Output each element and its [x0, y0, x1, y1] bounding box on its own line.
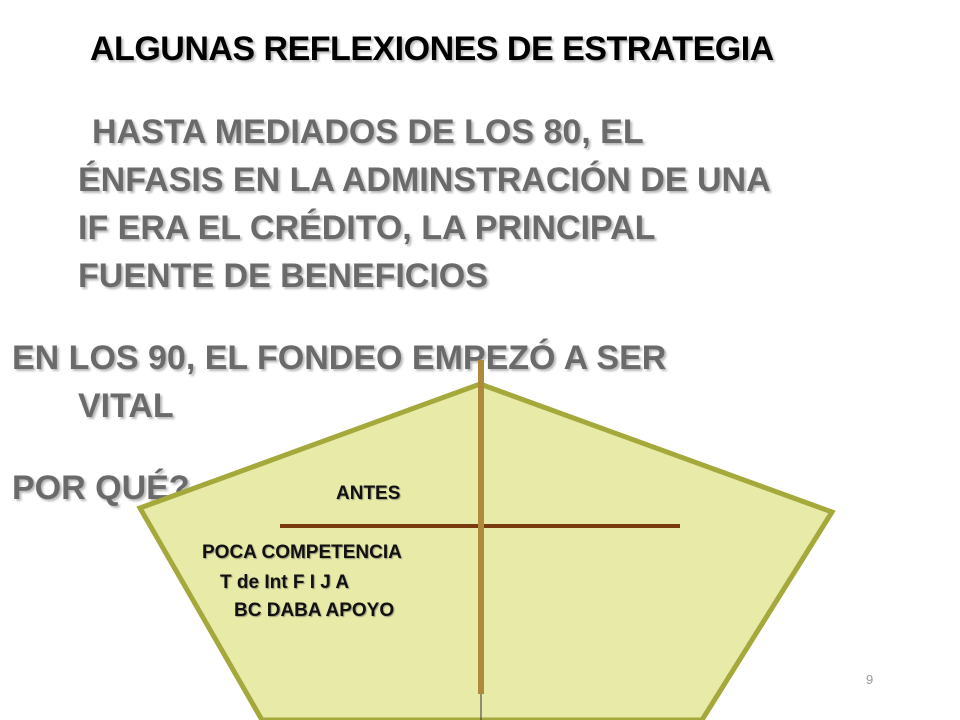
diagram-item-interest-rate: T de Int F I J A [220, 572, 350, 593]
page-number: 9 [866, 672, 874, 687]
paragraph2-line1: EN LOS 90, EL FONDEO EMPEZÓ A SER [12, 339, 667, 377]
pentagon-shape [136, 381, 836, 720]
diagram-heading-antes: ANTES [336, 483, 401, 504]
paragraph1-line1: HASTA MEDIADOS DE LOS 80, EL [92, 113, 644, 151]
paragraph-funding: EN LOS 90, EL FONDEO EMPEZÓ A SER VITAL [12, 334, 892, 430]
diagram-item-central-bank: BC DABA APOYO [234, 600, 395, 621]
paragraph-credit-emphasis: HASTA MEDIADOS DE LOS 80, EL ÉNFASIS EN … [78, 108, 958, 300]
paragraph1-line4: FUENTE DE BENEFICIOS [78, 257, 488, 295]
slide-title: ALGUNAS REFLEXIONES DE ESTRATEGIA [90, 30, 774, 68]
paragraph2-line2: VITAL [78, 387, 174, 425]
paragraph1-line2: ÉNFASIS EN LA ADMINSTRACIÓN DE UNA [78, 161, 771, 199]
diagram-item-competition: POCA COMPETENCIA [202, 542, 402, 563]
paragraph1-line3: IF ERA EL CRÉDITO, LA PRINCIPAL [78, 209, 656, 247]
